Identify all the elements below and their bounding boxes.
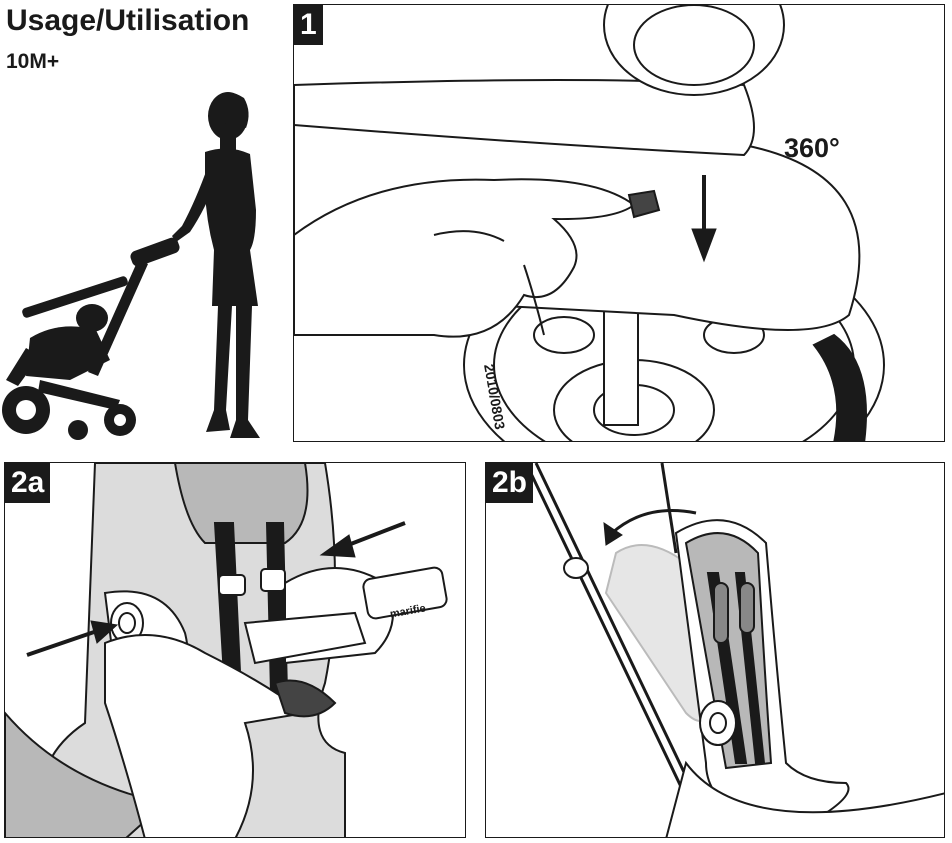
woman-with-stroller-silhouette bbox=[0, 80, 285, 445]
seat-recline-illustration bbox=[524, 463, 944, 837]
page-title: Usage/Utilisation bbox=[6, 4, 250, 37]
step-2b-panel: 2b bbox=[485, 462, 945, 838]
canopy-rotation-illustration: 2010/0803 bbox=[294, 5, 885, 441]
step-2a-panel: 2a marifie bbox=[4, 462, 466, 838]
step-1-panel: 1 bbox=[293, 4, 945, 442]
step-2b-badge: 2b bbox=[486, 463, 534, 503]
step-2a-badge: 2a bbox=[5, 463, 51, 503]
age-label: 10M+ bbox=[6, 50, 60, 73]
seat-release-illustration: marifie bbox=[5, 463, 448, 837]
step-1-badge: 1 bbox=[294, 5, 323, 45]
rotation-angle-label: 360° bbox=[784, 133, 840, 163]
